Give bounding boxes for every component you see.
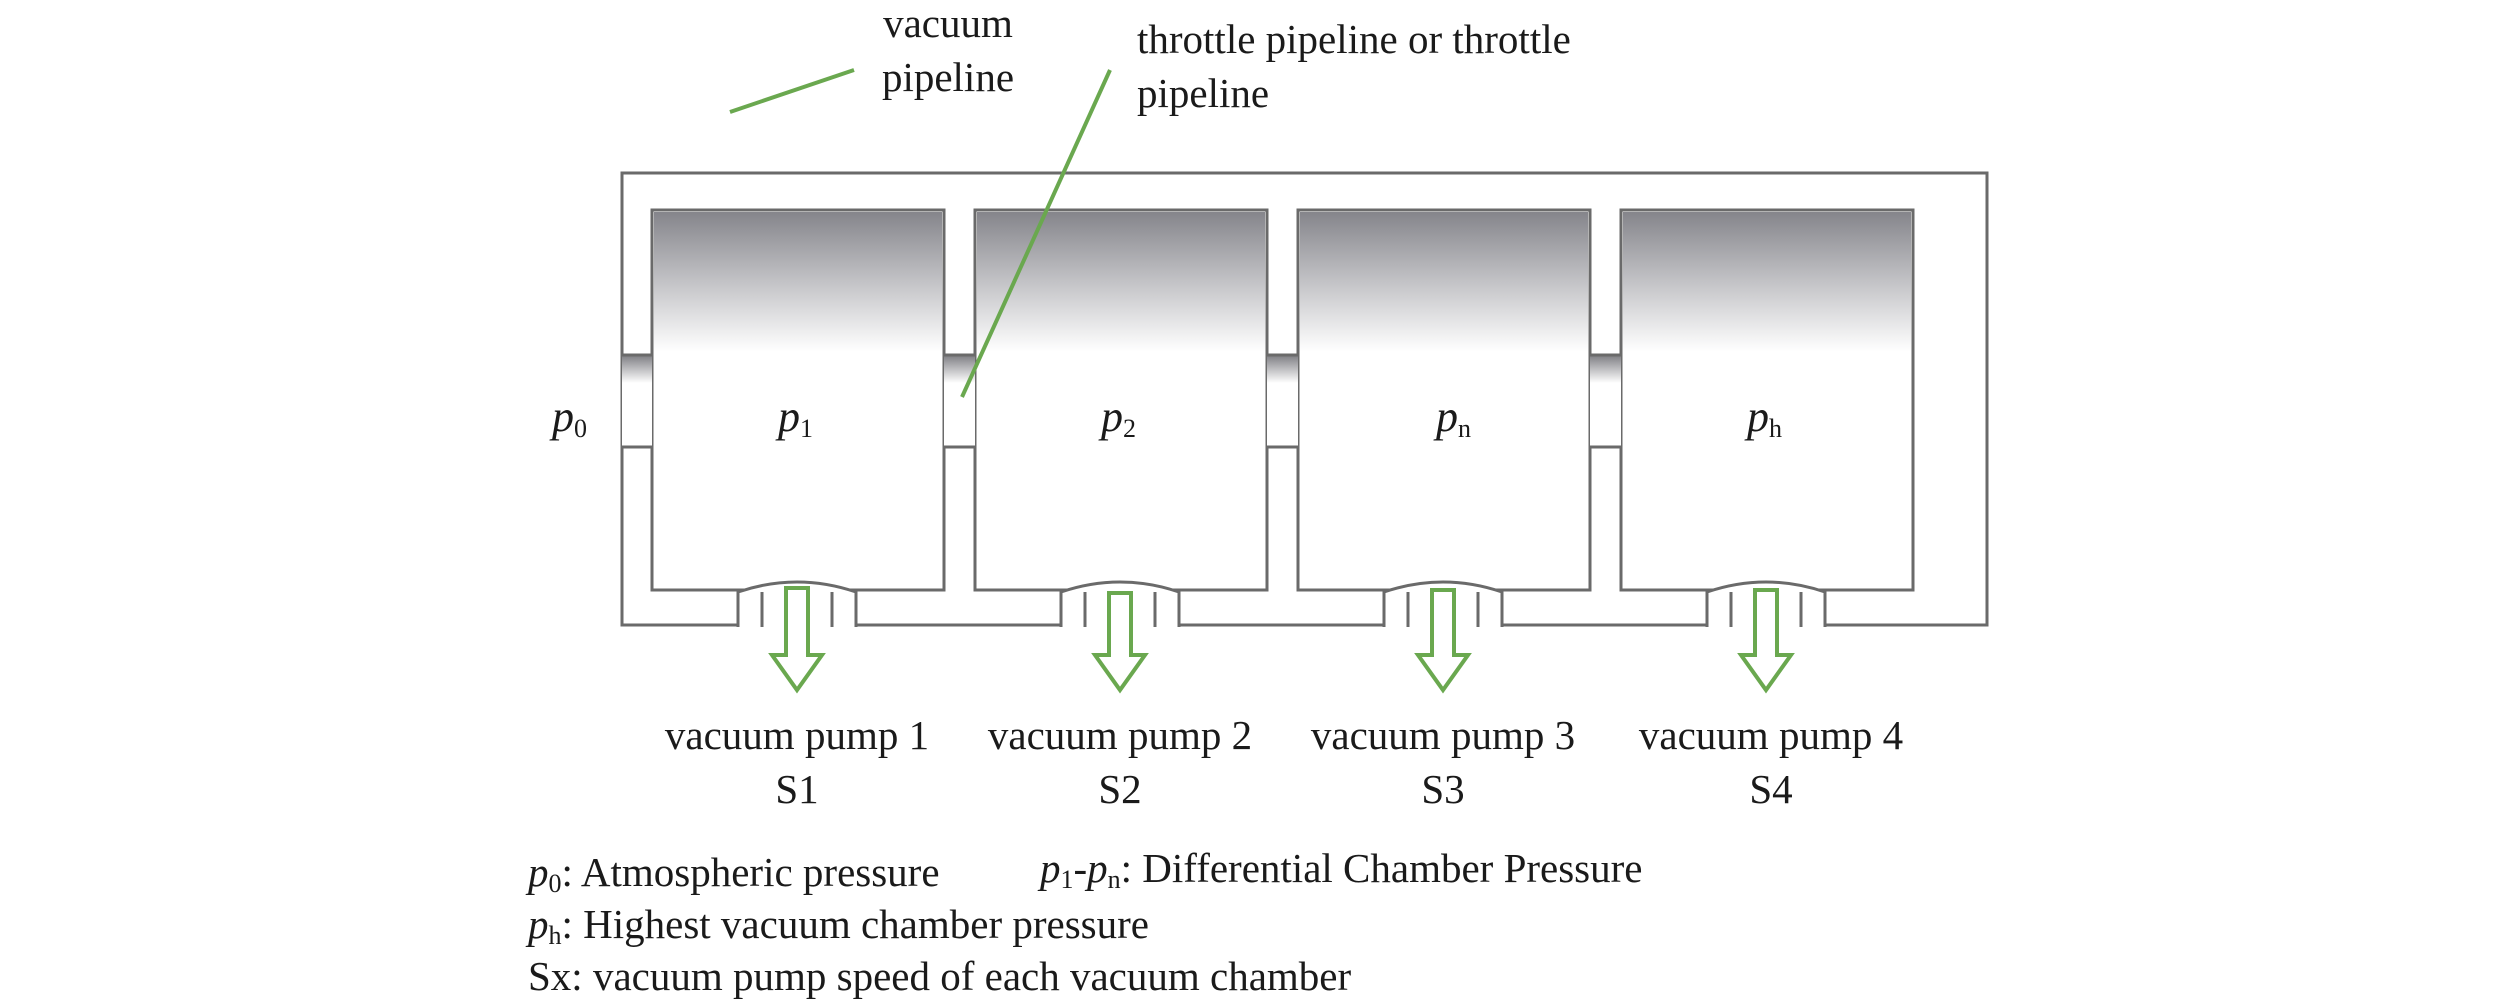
pressure-p0-label: p0 bbox=[552, 392, 587, 443]
pump-1-name: vacuum pump 1 bbox=[664, 712, 930, 758]
chamber-2 bbox=[973, 208, 1269, 592]
pump-arrow-3 bbox=[1414, 588, 1472, 694]
legend-line-1a: p0: Atmospheric pressure bbox=[528, 849, 940, 898]
legend-line-1b: p1-pn: Differential Chamber Pressure bbox=[1040, 845, 1643, 894]
pressure-ph-label: ph bbox=[1747, 392, 1782, 443]
chamber-1 bbox=[650, 208, 946, 592]
pump-4-label: vacuum pump 4 S4 bbox=[1616, 708, 1926, 816]
pump-arrow-1 bbox=[768, 586, 826, 694]
vacuum-pipeline-label-line2: pipeline bbox=[881, 54, 1015, 100]
pump-2-name: vacuum pump 2 bbox=[987, 712, 1253, 758]
throttle-opening-2 bbox=[1267, 353, 1298, 449]
pump-1-label: vacuum pump 1 S1 bbox=[642, 708, 952, 816]
pump-arrow-2 bbox=[1091, 591, 1149, 694]
pump-2-speed: S2 bbox=[1098, 766, 1142, 812]
pump-4-speed: S4 bbox=[1749, 766, 1793, 812]
throttle-pipeline-label-line1: throttle pipeline or throttle bbox=[1137, 16, 1571, 62]
throttle-opening-1 bbox=[944, 353, 975, 449]
pressure-p2-label: p2 bbox=[1101, 392, 1136, 443]
pressure-pn-label: pn bbox=[1436, 392, 1471, 443]
throttle-opening-0 bbox=[622, 353, 652, 449]
pump-4-name: vacuum pump 4 bbox=[1638, 712, 1904, 758]
legend-line-3: Sx: vacuum pump speed of each vacuum cha… bbox=[528, 953, 1352, 999]
throttle-pipeline-label-line2: pipeline bbox=[1137, 70, 1270, 116]
pump-3-speed: S3 bbox=[1421, 766, 1465, 812]
pump-1-speed: S1 bbox=[775, 766, 819, 812]
pump-arrow-4 bbox=[1737, 588, 1795, 694]
legend-line-2: ph: Highest vacuum chamber pressure bbox=[528, 901, 1149, 950]
vacuum-pipeline-leader bbox=[729, 68, 855, 114]
chamber-4 bbox=[1619, 208, 1915, 592]
pump-3-label: vacuum pump 3 S3 bbox=[1288, 708, 1598, 816]
throttle-opening-3 bbox=[1590, 353, 1621, 449]
pump-3-name: vacuum pump 3 bbox=[1310, 712, 1576, 758]
throttle-pipeline-leader bbox=[960, 69, 1112, 398]
pump-2-label: vacuum pump 2 S2 bbox=[965, 708, 1275, 816]
vacuum-pipeline-label-line1: vacuum bbox=[883, 0, 1013, 46]
throttle-pipeline-label: throttle pipeline or throttle pipeline bbox=[1137, 12, 1571, 120]
pressure-p1-label: p1 bbox=[778, 392, 813, 443]
vacuum-pipeline-label: vacuum pipeline bbox=[868, 0, 1028, 104]
chamber-3 bbox=[1296, 208, 1592, 592]
